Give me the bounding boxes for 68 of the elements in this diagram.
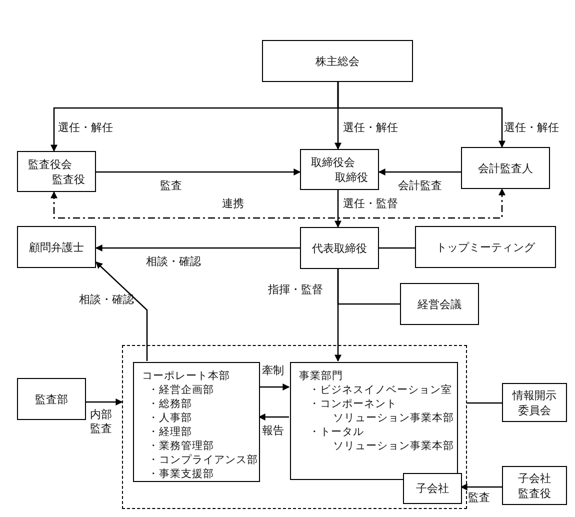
connector-arrow — [378, 168, 461, 176]
department-heading: 事業部門 — [299, 369, 343, 383]
node-label: 代表取締役 — [312, 240, 367, 256]
edge-label: 内部監査 — [90, 408, 113, 436]
connector-arrow — [258, 414, 289, 420]
node-label: トップミーティング — [436, 240, 535, 254]
department-item: ソリューション事業本部 — [332, 411, 454, 425]
department-box — [133, 362, 260, 482]
connector-arrow — [50, 188, 506, 219]
org-box — [400, 283, 479, 325]
edge-label: 指揮・監督 — [268, 283, 323, 297]
org-box — [17, 378, 86, 420]
node-label: 情報開示委員会 — [512, 388, 558, 418]
edge-label: 監査 — [468, 491, 490, 505]
department-item: ・業務管理部 — [147, 439, 214, 453]
edge-label: 相談・確認 — [79, 293, 134, 307]
node-label: 子会社監査役 — [517, 470, 552, 500]
connector-arrow — [259, 384, 290, 390]
connector-arrow — [96, 262, 148, 361]
edge-label: 選任・解任 — [58, 121, 113, 135]
node-label: 監査部 — [35, 392, 68, 406]
node-label: 監査役 — [52, 172, 86, 186]
department-item: ・ビジネスイノベーション室 — [308, 383, 452, 397]
node-label: 取締役会 — [310, 154, 355, 170]
node-label: 経営会議 — [418, 296, 462, 312]
node-label: 監査役会 — [27, 156, 72, 172]
org-box — [502, 383, 567, 422]
connector-arrow — [460, 484, 502, 490]
edge-label: 連携 — [222, 197, 244, 211]
org-box — [502, 466, 567, 505]
org-box — [17, 151, 96, 192]
edge-label: 相談・確認 — [146, 255, 201, 269]
edge-label: 報告 — [262, 424, 284, 438]
connector-arrow — [96, 168, 301, 176]
edge-label: 選任・監督 — [343, 197, 398, 211]
department-item: ・トータル — [308, 425, 364, 439]
department-item: ・経理部 — [147, 425, 192, 439]
org-box — [262, 40, 413, 82]
org-box — [415, 226, 556, 268]
department-item: ・事業支援部 — [147, 467, 214, 481]
department-heading: コーポレート本部 — [142, 369, 230, 383]
department-box — [290, 362, 458, 480]
edge-label: 会計監査 — [398, 179, 442, 193]
node-label: 顧問弁護士 — [29, 240, 84, 254]
connector-arrow — [86, 398, 123, 406]
department-item: ・コンポーネント — [308, 397, 397, 411]
node-label: 取締役 — [335, 170, 369, 184]
department-item: ・人事部 — [147, 411, 192, 425]
dashed-group-frame — [122, 345, 467, 509]
edge-label: 監査 — [160, 179, 182, 193]
department-item: ・コンプライアンス部 — [147, 453, 258, 467]
edge-label: 選任・解任 — [504, 121, 559, 135]
org-box — [403, 473, 462, 504]
edge-label: 選任・解任 — [343, 121, 398, 135]
org-box — [17, 226, 96, 268]
org-box — [461, 147, 550, 189]
department-item: ・経営企画部 — [147, 383, 214, 397]
connector-arrow — [334, 190, 342, 228]
node-label: 会計監査人 — [478, 160, 533, 176]
node-label: 株主総会 — [316, 54, 360, 68]
connector-arrow — [337, 82, 506, 148]
org-box — [300, 149, 379, 190]
org-box — [300, 227, 379, 269]
department-item: ・総務部 — [147, 397, 192, 411]
edge-label: 牽制 — [262, 364, 284, 378]
node-label: 子会社 — [416, 481, 449, 496]
connector-arrow — [95, 244, 300, 252]
department-item: ソリューション事業本部 — [332, 439, 454, 453]
